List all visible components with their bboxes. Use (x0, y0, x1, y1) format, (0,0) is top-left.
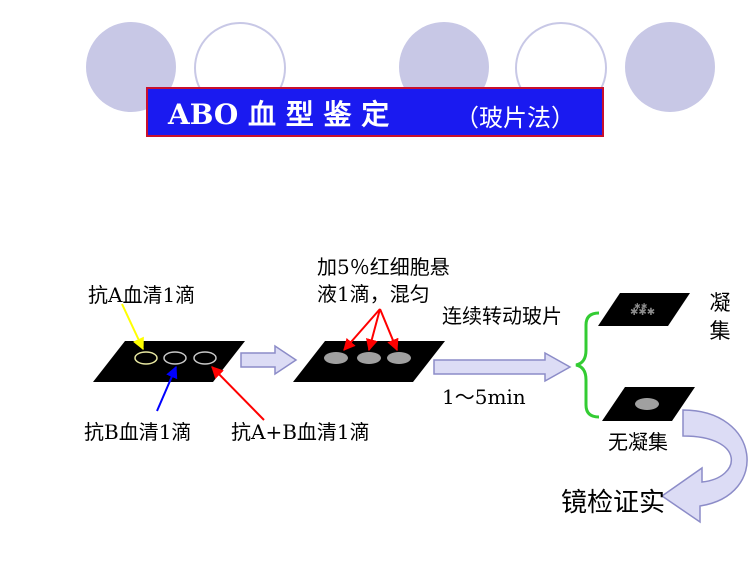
slide-2-drop-3 (387, 352, 411, 364)
title-bar (146, 87, 604, 137)
label-add-rbc-1: 加5％红细胞悬 (317, 255, 450, 279)
deco-circle-5 (625, 22, 715, 112)
yellow-arrow (121, 303, 144, 351)
curved-arrow (660, 409, 748, 524)
flow-arrow-1 (240, 344, 298, 376)
red-arrow-1 (211, 366, 265, 421)
svg-text:✱✱✱: ✱✱✱ (630, 307, 655, 318)
red-arrow-3 (366, 308, 381, 352)
flow-arrow-2 (433, 351, 572, 383)
label-add-rbc-2: 液1滴，混匀 (317, 282, 430, 306)
page-title: ABO 血 型 鉴 定 (168, 98, 390, 131)
slide-1-drop-ab (193, 351, 217, 365)
page-subtitle: （玻片法） (455, 104, 575, 132)
slide-2-drop-1 (324, 352, 348, 364)
slide-no-agglutination-drop (635, 398, 659, 410)
label-agglutination-1: 凝 (709, 291, 731, 315)
label-rotate: 连续转动玻片 (442, 304, 562, 328)
label-agglutination-2: 集 (709, 319, 731, 343)
slide-2-drop-2 (357, 352, 381, 364)
label-anti-ab: 抗A+B血清1滴 (231, 420, 370, 444)
green-brace (575, 311, 600, 419)
red-arrow-2 (343, 308, 381, 351)
slide-1-drop-b (163, 351, 187, 365)
slide-1 (93, 341, 245, 382)
red-arrow-4 (379, 308, 399, 352)
svg-text:✱✱: ✱✱ (634, 302, 648, 311)
label-time: 1～5min (442, 385, 526, 409)
slide-1-drop-a (134, 351, 158, 365)
label-anti-b: 抗B血清1滴 (84, 420, 192, 444)
label-anti-a: 抗A血清1滴 (88, 283, 196, 307)
agglutination-clumps-icon: ✱✱✱ ✱✱ (630, 302, 655, 318)
label-microscope: 镜检证实 (561, 488, 666, 518)
blue-arrow (156, 365, 178, 412)
slide-agglutination (598, 293, 690, 326)
label-no-agglutination: 无凝集 (608, 430, 668, 454)
